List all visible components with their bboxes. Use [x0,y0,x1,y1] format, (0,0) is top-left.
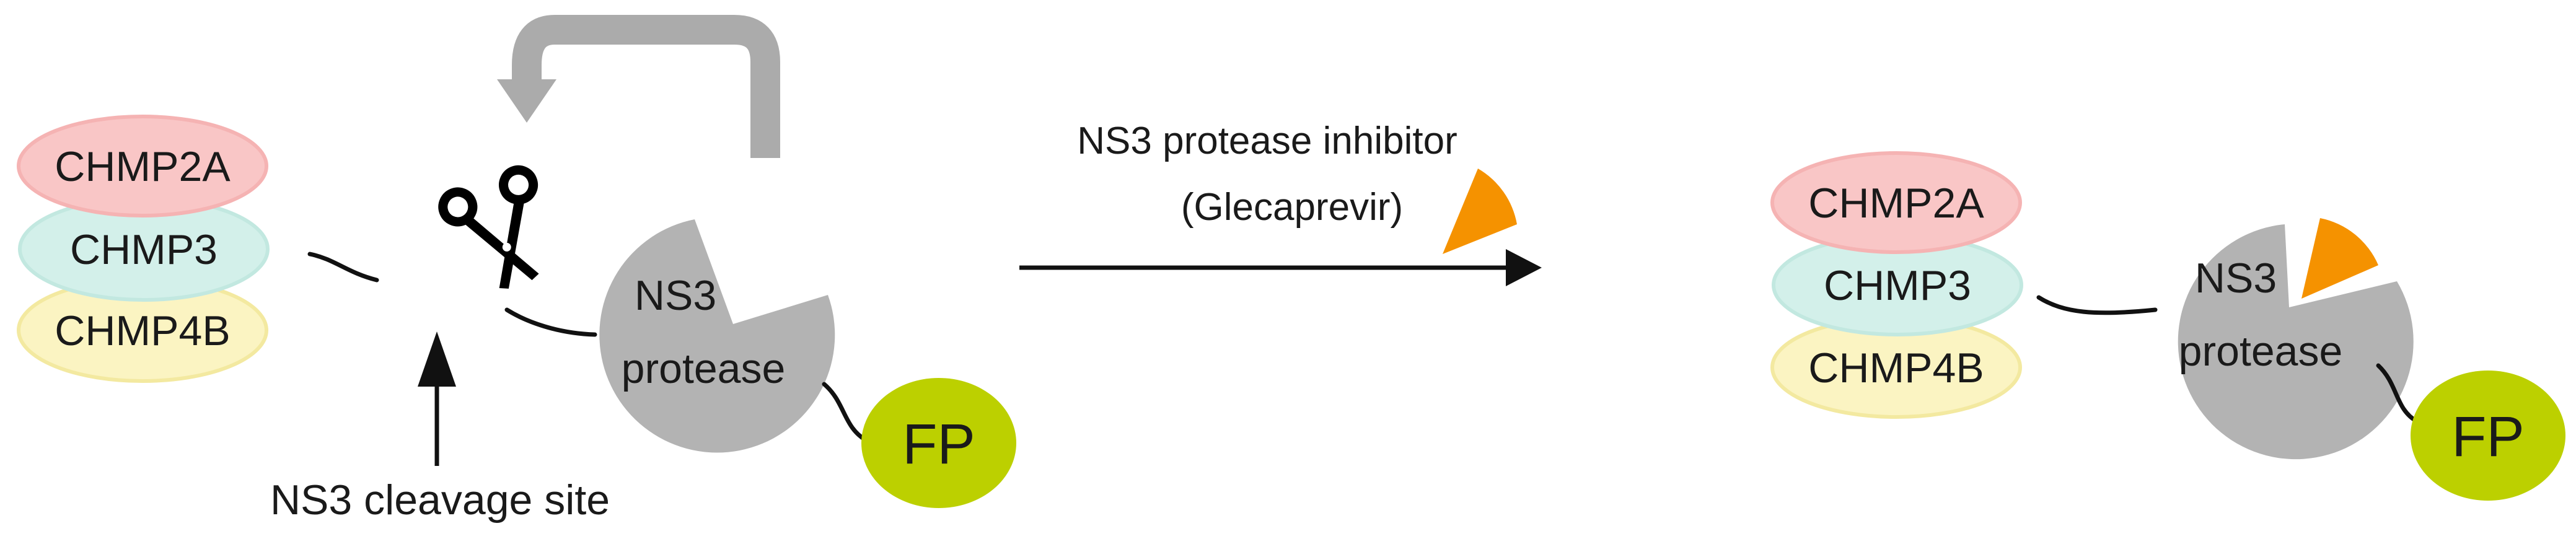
right-chmp2a: CHMP2A [1770,151,2022,254]
right-chmp2a-label: CHMP2A [1808,180,1984,227]
left-chmp2a: CHMP2A [17,115,268,217]
right-chmp4b: CHMP4B [1770,316,2022,419]
inhibitor-wedge [1443,169,1517,254]
left-chmp3-label: CHMP3 [70,226,218,273]
left-linker-fp [822,382,870,444]
left-chmp4b: CHMP4B [17,278,268,383]
inhibitor-section: NS3 protease inhibitor (Glecaprevir) [1019,120,1542,286]
inhibitor-label-line1: NS3 protease inhibitor [1077,120,1457,162]
feedback-arrow-head [497,79,556,123]
left-ns3-label-line1: NS3 [635,272,716,319]
right-chmp3-label: CHMP3 [1824,262,1971,309]
left-complex: CHMP4B CHMP3 CHMP2A NS3 cleavage site [17,15,1016,524]
left-chmp2a-shape [17,115,268,217]
right-ns3-label-line1: NS3 [2195,255,2277,302]
left-chmp3: CHMP3 [18,196,270,302]
left-fp-label: FP [902,413,975,476]
left-fp-shape [861,378,1016,508]
cleavage-site-label: NS3 cleavage site [270,476,610,524]
right-complex: CHMP4B CHMP3 CHMP2A NS3 protease FP [1770,151,2565,501]
inhibitor-label-line2: (Glecaprevir) [1181,186,1403,229]
right-chmp2a-shape [1770,151,2022,254]
right-linker-ns3 [2036,295,2158,315]
reaction-arrow-head [1506,249,1542,286]
bound-inhibitor-wedge [2301,218,2378,299]
right-linker-fp [2376,363,2419,424]
feedback-arrow-path [512,15,780,158]
left-ns3-label-line2: protease [622,345,786,392]
right-fp-shape [2411,371,2565,501]
left-chmp2a-label: CHMP2A [55,143,231,190]
left-linker-ns3 [504,307,597,337]
right-ns3-label-line2: protease [2179,328,2343,375]
left-chmp4b-label: CHMP4B [55,307,230,354]
feedback-arrow [497,15,780,158]
right-ns3-shape [2178,224,2414,460]
scissors-icon [438,165,539,289]
left-linker-chmp3 [307,252,379,283]
right-fp-label: FP [2451,405,2525,468]
right-chmp4b-label: CHMP4B [1808,344,1984,392]
left-ns3-shape [599,219,835,453]
cleavage-site-arrow [418,331,456,466]
